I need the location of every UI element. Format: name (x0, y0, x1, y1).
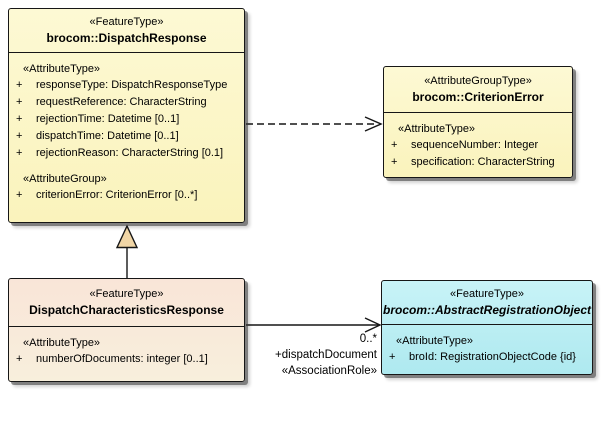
class-name: brocom::CriterionError (412, 89, 544, 104)
association-end-labels: 0..* +dispatchDocument «AssociationRole» (250, 331, 377, 379)
class-header: «FeatureType» DispatchCharacteristicsRes… (9, 279, 244, 327)
association-multiplicity: 0..* (359, 333, 377, 345)
class-attributes-compartment: «AttributeType» + broId: RegistrationObj… (382, 325, 592, 374)
attribute-row: + criterionError: CriterionError [0..*] (16, 189, 198, 201)
class-stereotype: «FeatureType» (450, 287, 524, 300)
class-header: «AttributeGroupType» brocom::CriterionEr… (384, 67, 572, 113)
class-header: «FeatureType» brocom::AbstractRegistrati… (382, 281, 592, 325)
class-criterion-error[interactable]: «AttributeGroupType» brocom::CriterionEr… (383, 66, 573, 178)
class-name: brocom::AbstractRegistrationObject (382, 302, 592, 317)
generalization-connector[interactable] (115, 224, 139, 278)
attribute-row: + rejectionTime: Datetime [0..1] (16, 113, 180, 125)
attribute-section-heading: «AttributeType» (396, 335, 474, 347)
association-stereotype: «AssociationRole» (281, 365, 377, 377)
class-abstract-registration-object[interactable]: «FeatureType» brocom::AbstractRegistrati… (381, 280, 593, 375)
attribute-group-section-heading: «AttributeGroup» (23, 173, 107, 185)
attribute-row: + numberOfDocuments: integer [0..1] (16, 353, 208, 365)
class-name: DispatchCharacteristicsResponse (29, 302, 224, 317)
class-header: «FeatureType» brocom::DispatchResponse (9, 9, 244, 53)
attribute-row: + broId: RegistrationObjectCode {id} (389, 351, 576, 363)
association-connector[interactable] (246, 317, 382, 333)
class-attributes-compartment: «AttributeType» + numberOfDocuments: int… (9, 327, 244, 381)
class-stereotype: «FeatureType» (89, 287, 164, 300)
class-dispatch-response[interactable]: «FeatureType» brocom::DispatchResponse «… (8, 8, 245, 223)
class-attributes-compartment: «AttributeType» + sequenceNumber: Intege… (384, 113, 572, 177)
attribute-row: + responseType: DispatchResponseType (16, 79, 228, 91)
class-attributes-compartment: «AttributeType» + responseType: Dispatch… (9, 53, 244, 222)
class-name: brocom::DispatchResponse (46, 30, 207, 45)
attribute-row: + requestReference: CharacterString (16, 96, 207, 108)
class-dispatch-characteristics-response[interactable]: «FeatureType» DispatchCharacteristicsRes… (8, 278, 245, 382)
class-stereotype: «FeatureType» (89, 15, 164, 28)
attribute-section-heading: «AttributeType» (23, 63, 101, 75)
attribute-row: + dispatchTime: Datetime [0..1] (16, 130, 179, 142)
association-role-name: +dispatchDocument (275, 349, 377, 361)
attribute-row: + specification: CharacterString (391, 156, 555, 168)
attribute-section-heading: «AttributeType» (398, 123, 476, 135)
class-stereotype: «AttributeGroupType» (424, 74, 532, 87)
attribute-row: + rejectionReason: CharacterString [0.1] (16, 147, 224, 159)
attribute-section-heading: «AttributeType» (23, 337, 101, 349)
attribute-row: + sequenceNumber: Integer (391, 139, 539, 151)
dependency-connector[interactable] (246, 116, 383, 132)
